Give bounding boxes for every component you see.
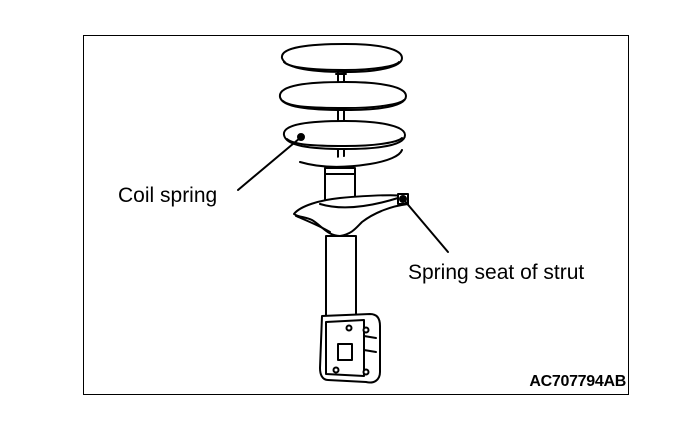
coil-spring-leader-dot xyxy=(297,133,305,141)
piston-rod xyxy=(335,57,347,173)
coil-spring-label: Coil spring xyxy=(118,184,218,207)
figure-id: AC707794AB xyxy=(529,373,626,390)
knuckle-bracket xyxy=(319,313,381,384)
strut-lower-tube xyxy=(325,235,357,317)
coil-spring xyxy=(279,43,407,168)
spring-seat-label: Spring seat of strut xyxy=(408,261,585,284)
spring-seat-leader xyxy=(403,199,449,253)
spring-seat-leader-dot xyxy=(399,195,407,203)
spring-seat xyxy=(293,193,409,237)
coil-spring-leader xyxy=(237,137,301,191)
